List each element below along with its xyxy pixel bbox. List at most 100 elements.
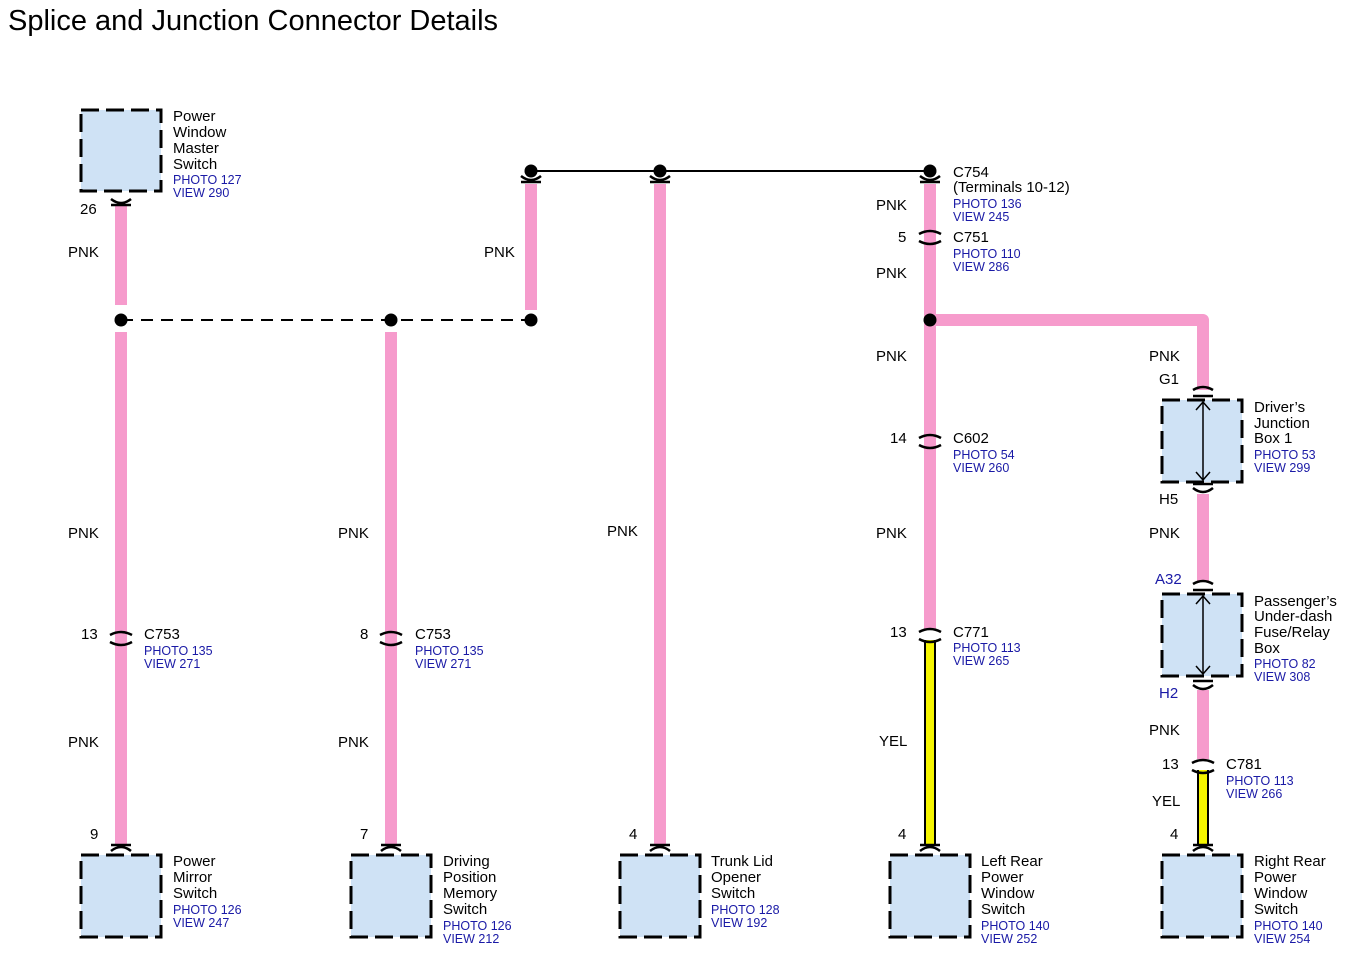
connector-name: C771: [953, 624, 989, 641]
view-link[interactable]: VIEW 265: [953, 654, 1009, 668]
wire-color-label: YEL: [1152, 793, 1180, 810]
photo-link[interactable]: PHOTO 113: [1226, 774, 1294, 788]
wire-color-label: PNK: [876, 265, 907, 282]
component-name: Fuse/Relay: [1254, 624, 1330, 641]
component-name: Position: [443, 869, 496, 886]
view-link[interactable]: VIEW 212: [443, 932, 499, 946]
connector-symbol: [919, 174, 941, 184]
c753-symbol: [109, 630, 133, 647]
pin-number: 8: [360, 626, 368, 643]
wire-color-label: PNK: [338, 734, 369, 751]
pudfrb-label: Passenger’s Under-dash Fuse/Relay Box PH…: [1155, 571, 1337, 702]
view-link[interactable]: VIEW 271: [415, 657, 471, 671]
c751-symbol: [918, 229, 942, 246]
c781-label: C781 PHOTO 113 VIEW 266 13: [1162, 756, 1294, 801]
component-name: Switch: [1254, 901, 1298, 918]
component-name: Master: [173, 140, 219, 157]
photo-link[interactable]: PHOTO 136: [953, 197, 1022, 211]
rrpws-label: Right Rear Power Window Switch PHOTO 140…: [1170, 826, 1326, 946]
wire-color-label: PNK: [876, 197, 907, 214]
component-name: Switch: [173, 156, 217, 173]
wire-color-label: PNK: [338, 525, 369, 542]
driving-position-memory-switch-box: [349, 853, 433, 939]
pms-label: Power Mirror Switch PHOTO 126 VIEW 247 9: [90, 826, 242, 930]
connector-symbols: [109, 174, 1215, 853]
photo-link[interactable]: PHOTO 135: [415, 644, 484, 658]
splice-dot: [923, 164, 937, 178]
connector-symbol: [1192, 579, 1214, 592]
pin-number: A32: [1155, 571, 1182, 588]
pin-number: 13: [81, 626, 98, 643]
right-rear-power-window-switch-box: [1160, 853, 1244, 939]
view-link[interactable]: VIEW 260: [953, 461, 1009, 475]
pin-number: 13: [1162, 756, 1179, 773]
photo-link[interactable]: PHOTO 126: [173, 903, 242, 917]
passengers-fuse-relay-box: [1160, 592, 1244, 678]
page-title: Splice and Junction Connector Details: [8, 5, 498, 37]
view-link[interactable]: VIEW 271: [144, 657, 200, 671]
wire-color-label: PNK: [1149, 525, 1180, 542]
connector-symbol: [1192, 843, 1214, 853]
view-link[interactable]: VIEW 247: [173, 916, 229, 930]
connector-symbol: [380, 843, 402, 853]
photo-link[interactable]: PHOTO 53: [1254, 448, 1316, 462]
component-name: Mirror: [173, 869, 212, 886]
photo-link[interactable]: PHOTO 135: [144, 644, 213, 658]
view-link[interactable]: VIEW 252: [981, 932, 1037, 946]
photo-link[interactable]: PHOTO 110: [953, 247, 1021, 261]
view-link[interactable]: VIEW 308: [1254, 670, 1310, 684]
photo-link[interactable]: PHOTO 140: [981, 919, 1050, 933]
view-link[interactable]: VIEW 254: [1254, 932, 1310, 946]
photo-link[interactable]: PHOTO 82: [1254, 657, 1316, 671]
component-name: Memory: [443, 885, 498, 902]
c753a-label: C753 PHOTO 135 VIEW 271 13: [81, 626, 213, 671]
component-name: Passenger’s: [1254, 593, 1337, 610]
wires: [115, 184, 1209, 846]
left-rear-power-window-switch-box: [888, 853, 972, 939]
view-link[interactable]: VIEW 286: [953, 260, 1009, 274]
c771-label: C771 PHOTO 113 VIEW 265 13: [890, 624, 1021, 668]
lrpws-label: Left Rear Power Window Switch PHOTO 140 …: [898, 826, 1050, 946]
c602-label: C602 PHOTO 54 VIEW 260 14: [890, 430, 1015, 475]
photo-link[interactable]: PHOTO 113: [953, 641, 1021, 655]
c602-symbol: [918, 433, 942, 450]
view-link[interactable]: VIEW 299: [1254, 461, 1310, 475]
view-link[interactable]: VIEW 266: [1226, 787, 1282, 801]
wire-color-labels: PNK PNK PNK PNK PNK PNK PNK PNK PNK PNK …: [68, 197, 1180, 810]
wire-color-label: PNK: [68, 734, 99, 751]
view-link[interactable]: VIEW 245: [953, 210, 1009, 224]
pin-number: G1: [1159, 371, 1179, 388]
wire-color-label: PNK: [876, 348, 907, 365]
component-name: Switch: [443, 901, 487, 918]
wire-color-label: PNK: [484, 244, 515, 261]
component-name: Under-dash: [1254, 608, 1332, 625]
photo-link[interactable]: PHOTO 128: [711, 903, 780, 917]
pin-number: 14: [890, 430, 907, 447]
power-window-master-switch-box: [79, 108, 163, 193]
c781-symbol: [1191, 758, 1215, 775]
photo-link[interactable]: PHOTO 54: [953, 448, 1015, 462]
connector-name: C751: [953, 229, 989, 246]
component-name: Opener: [711, 869, 761, 886]
connector-symbol: [110, 197, 132, 207]
component-name: Trunk Lid: [711, 853, 773, 870]
component-name: Power: [981, 869, 1024, 886]
wire-color-label: PNK: [1149, 722, 1180, 739]
photo-link[interactable]: PHOTO 126: [443, 919, 512, 933]
connector-symbol: [1192, 482, 1214, 494]
view-link[interactable]: VIEW 290: [173, 186, 229, 200]
c751-label: C751 PHOTO 110 VIEW 286 5: [898, 229, 1021, 274]
pin-number: H2: [1159, 685, 1178, 702]
dpms-label: Driving Position Memory Switch PHOTO 126…: [360, 826, 512, 946]
component-name: Switch: [711, 885, 755, 902]
connector-name: C753: [144, 626, 180, 643]
wire-color-label: PNK: [1149, 348, 1180, 365]
photo-link[interactable]: PHOTO 140: [1254, 919, 1323, 933]
connector-name: C781: [1226, 756, 1262, 773]
c754-label: C754 (Terminals 10-12) PHOTO 136 VIEW 24…: [953, 164, 1070, 224]
pin-number: 9: [90, 826, 98, 843]
photo-link[interactable]: PHOTO 127: [173, 173, 242, 187]
pin-number: 26: [80, 201, 97, 218]
view-link[interactable]: VIEW 192: [711, 916, 767, 930]
